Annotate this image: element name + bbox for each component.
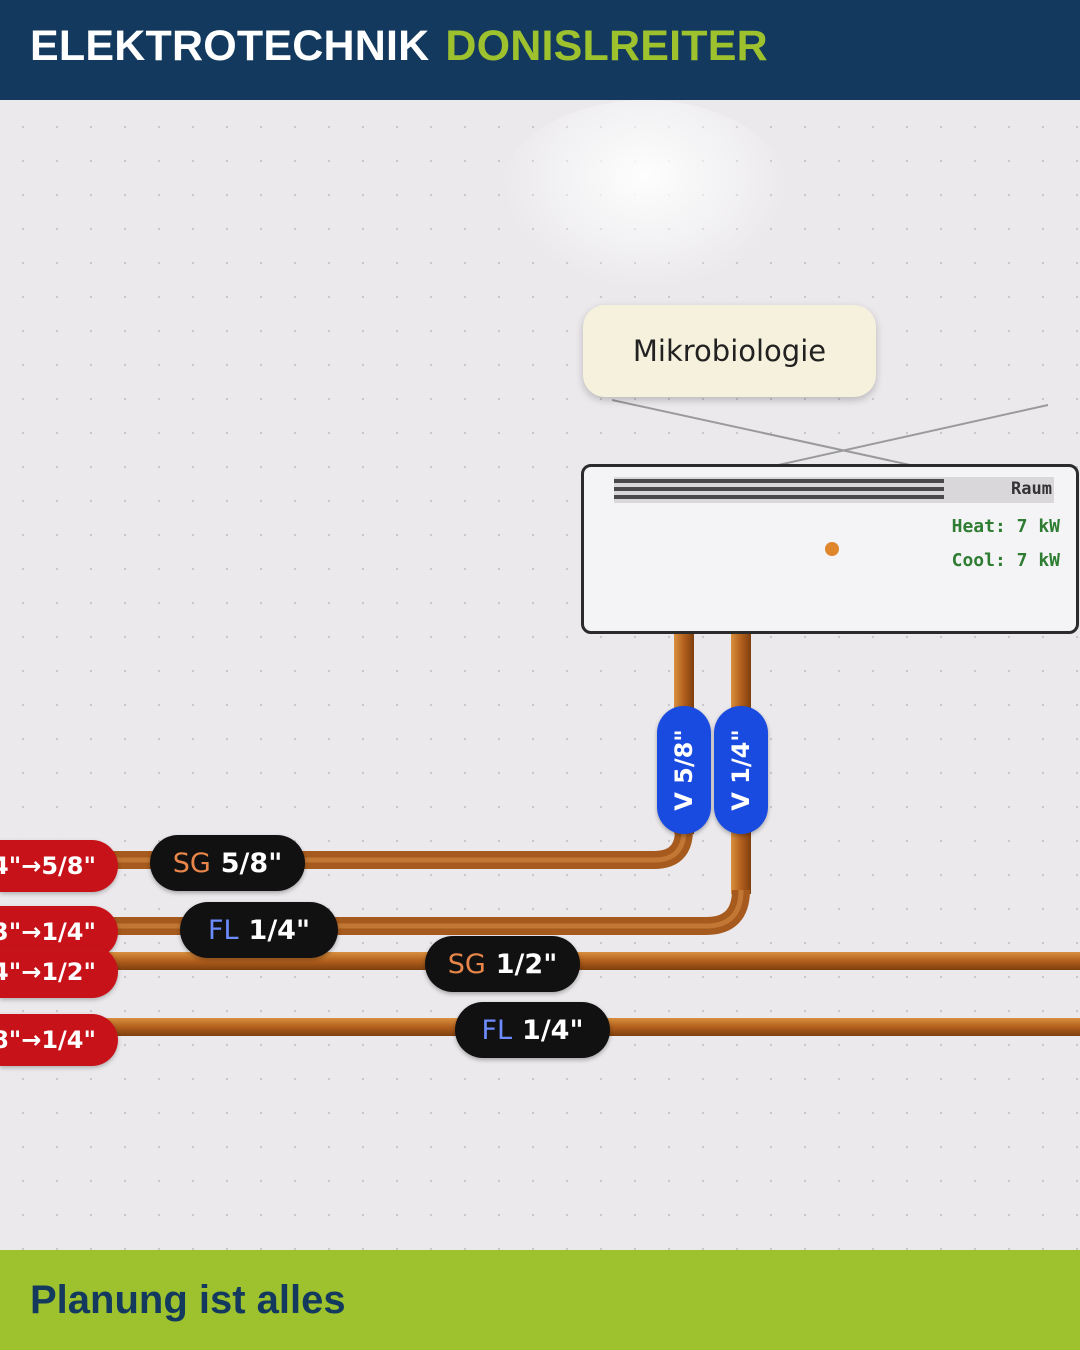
unit-graphic [614, 477, 1054, 556]
diagram-canvas: Mikrobiologie Raum Heat: 7 kW Cool: 7 kW… [0, 100, 1080, 1250]
pipe-size: 1/4" [248, 914, 311, 946]
louver-line-2 [614, 487, 944, 491]
pipe-kind: FL [481, 1014, 513, 1046]
louver-line-1 [614, 479, 944, 483]
pipe-fl-14-a-highlight [100, 889, 744, 929]
unit-name: Raum [1011, 479, 1052, 499]
riser-tag-v58[interactable]: V 5/8" [657, 706, 711, 834]
brand-primary: ELEKTROTECHNIK [30, 22, 430, 70]
riser-tag-v58-text: V 5/8" [670, 729, 699, 811]
reducer-tag-4[interactable]: 8"→1/4" [0, 1014, 118, 1066]
unit-cool: Cool: 7 kW [951, 550, 1060, 571]
pipe-tag-fl-14-b[interactable]: FL 1/4" [455, 1002, 610, 1058]
pipe-kind: SG [172, 847, 211, 879]
footer-bar: Planung ist alles [0, 1250, 1080, 1350]
pipe-size: 5/8" [220, 847, 283, 879]
pipe-kind: FL [207, 914, 239, 946]
reducer-tag-1[interactable]: 4"→5/8" [0, 840, 118, 892]
indoor-unit[interactable]: Raum Heat: 7 kW Cool: 7 kW [581, 464, 1079, 634]
unit-heat: Heat: 7 kW [951, 516, 1060, 537]
pipe-sg-12[interactable] [100, 952, 1080, 970]
brand-accent: DONISLREITER [445, 22, 768, 70]
pipe-sg-58-highlight [100, 829, 687, 863]
brand-title: ELEKTROTECHNIK DONISLREITER [30, 22, 768, 71]
pipe-kind: SG [447, 948, 486, 980]
pipe-tag-sg-58[interactable]: SG 5/8" [150, 835, 305, 891]
header-bar: ELEKTROTECHNIK DONISLREITER [0, 0, 1080, 100]
room-label[interactable]: Mikrobiologie [583, 305, 876, 397]
pipe-tag-sg-12[interactable]: SG 1/2" [425, 936, 580, 992]
pipe-tag-fl-14-a[interactable]: FL 1/4" [180, 902, 338, 958]
riser-tag-v14[interactable]: V 1/4" [714, 706, 768, 834]
riser-tag-v14-text: V 1/4" [727, 729, 756, 811]
pipe-size: 1/2" [495, 948, 558, 980]
unit-center-dot [825, 542, 839, 556]
footer-slogan: Planung ist alles [30, 1278, 346, 1322]
pipe-layer [100, 399, 1080, 1036]
screen-glare [500, 100, 790, 290]
pipe-size: 1/4" [522, 1014, 584, 1046]
reducer-tag-3[interactable]: 4"→1/2" [0, 946, 118, 998]
louver-line-3 [614, 495, 944, 499]
